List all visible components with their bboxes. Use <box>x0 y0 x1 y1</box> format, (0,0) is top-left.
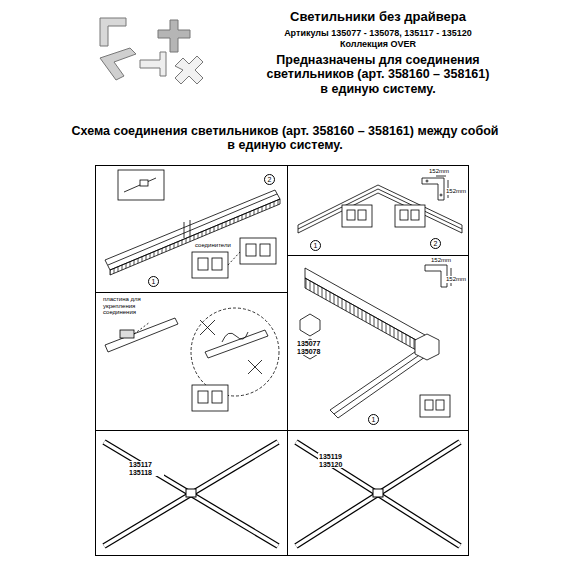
part-label: 135119 135120 <box>318 453 354 468</box>
callout-number: 1 <box>368 414 379 425</box>
part-label: 152mm <box>430 257 452 264</box>
drawing-panel: 135117 135118 <box>95 430 288 556</box>
heading-text: Схема соединения светильников (арт. 3581… <box>70 124 500 153</box>
part-label: 135117 135118 <box>128 461 164 476</box>
part-label: 152mm <box>445 188 467 195</box>
part-label: 135077 135078 <box>296 340 330 355</box>
drawing-panel: 135077 135078 1 152mm 152mm <box>287 255 469 431</box>
cross-join-drawing <box>104 442 460 546</box>
heading-text: Предназначены для соединения светильнико… <box>262 53 494 96</box>
straight-join-drawing <box>105 170 280 278</box>
heading-text: Артикулы 135077 - 135078, 135117 - 13512… <box>268 28 488 38</box>
part-label: пластина для укрепления соединения <box>102 296 170 316</box>
drawing-panel: 1 2 соединители <box>95 165 288 293</box>
part-label: 152mm <box>428 168 450 175</box>
callout-number: 1 <box>310 240 321 251</box>
drawing-panel: 135119 135120 <box>287 430 469 556</box>
title: Светильники без драйвера <box>268 10 488 25</box>
plate-join-drawing <box>105 308 279 411</box>
drawing-panel: 1 2 152mm 152mm <box>287 165 469 256</box>
connector-photo <box>100 18 203 84</box>
heading-text: Коллекция OVER <box>268 39 488 49</box>
part-label: 152mm <box>445 276 467 283</box>
part-label: соединители <box>194 242 232 249</box>
drawing-panel: пластина для укрепления соединения <box>95 292 288 431</box>
corner-join-drawing <box>298 176 462 233</box>
callout-number: 1 <box>148 276 159 287</box>
callout-number: 2 <box>264 174 275 185</box>
callout-number: 2 <box>430 238 441 249</box>
